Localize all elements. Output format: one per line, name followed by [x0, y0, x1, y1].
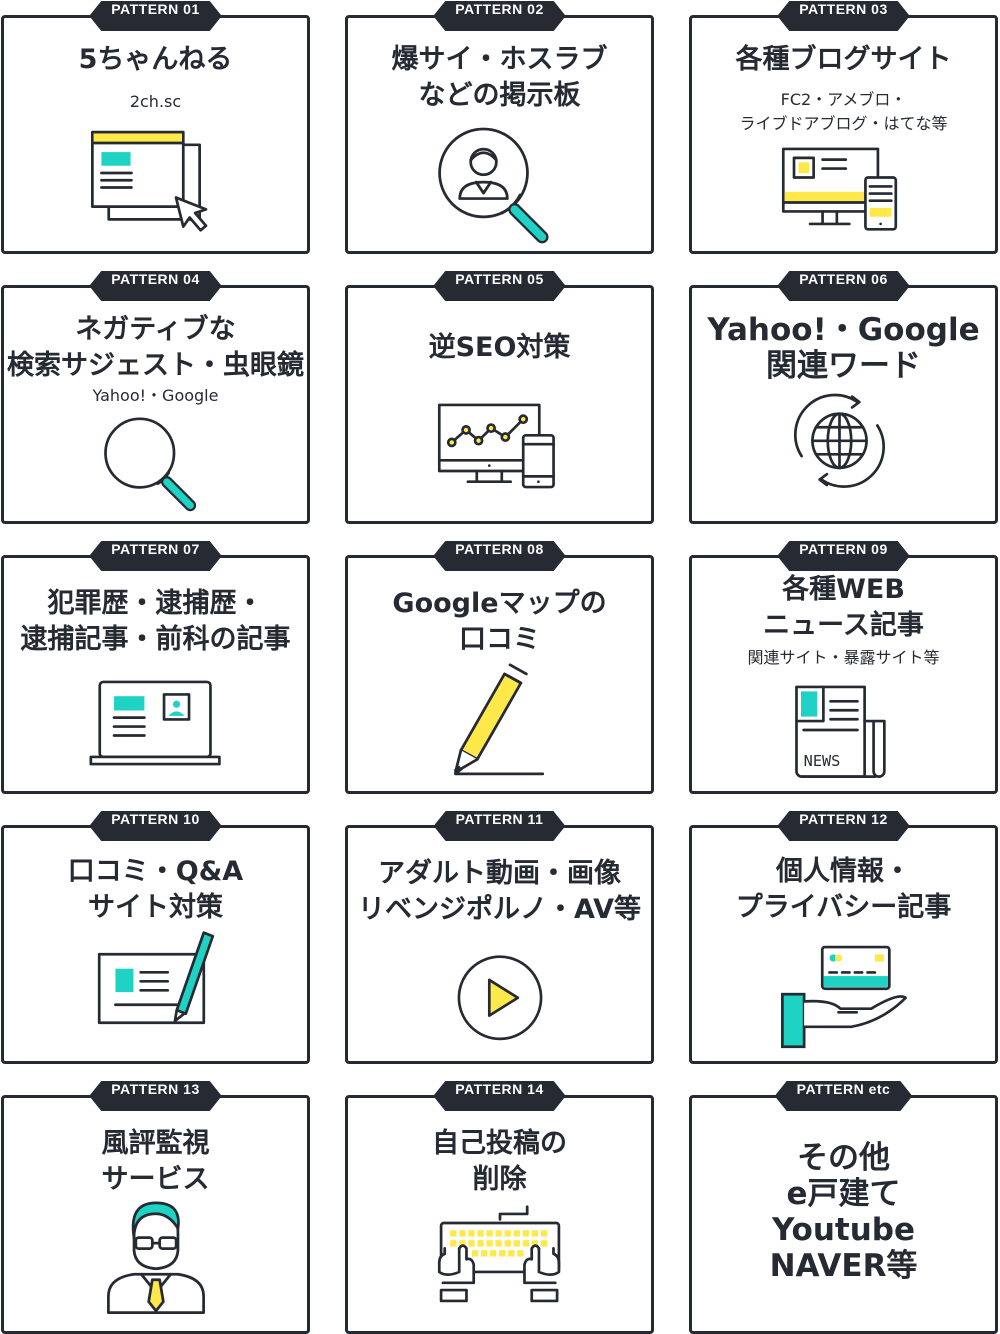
pencil-icon	[445, 663, 555, 783]
card-title-line: 自己投稿の	[432, 1128, 567, 1159]
card-title-line: 検索サジェスト・虫眼鏡	[7, 350, 304, 381]
card-subtitle: Yahoo!・Google	[4, 384, 307, 408]
pattern-badge: PATTERN 07	[89, 541, 222, 571]
card-subtitle-line: 2ch.sc	[129, 92, 182, 111]
news-label: NEWS	[803, 752, 840, 770]
card-title-line: サービス	[101, 1164, 210, 1195]
card-title: 各種ブログサイト	[692, 42, 995, 78]
keyboard-hands-icon	[425, 1194, 575, 1310]
card-title-line: 口コミ	[459, 624, 540, 655]
pattern-badge: PATTERN 13	[89, 1081, 222, 1111]
card-title: アダルト動画・画像リベンジポルノ・AV等	[348, 856, 651, 928]
pattern-badge: PATTERN 08	[433, 541, 566, 571]
card-title: 逆SEO対策	[348, 330, 651, 366]
card-title-line: その他	[797, 1140, 890, 1176]
card-title-line: Youtube	[771, 1212, 916, 1248]
magnifier-icon	[96, 408, 216, 518]
card-title-line: 個人情報・	[776, 856, 911, 887]
pattern-badge: PATTERN 01	[89, 1, 222, 31]
laptop-article-icon	[81, 673, 231, 773]
pattern-badge: PATTERN 14	[433, 1081, 566, 1111]
card-title: ネガティブな検索サジェスト・虫眼鏡	[4, 312, 307, 384]
card-title-line: 削除	[472, 1164, 527, 1195]
card-title-line: Yahoo!・Google	[707, 312, 980, 348]
card-title-line: プライバシー記事	[735, 892, 952, 923]
card-title-line: などの掲示板	[418, 80, 581, 111]
play-icon	[450, 946, 550, 1046]
pattern-badge: PATTERN 03	[777, 1, 910, 31]
card-title: 爆サイ・ホスラブなどの掲示板	[348, 42, 651, 114]
card-subtitle-line: 関連サイト・暴露サイト等	[747, 648, 940, 667]
card-title-line: アダルト動画・画像	[378, 858, 621, 889]
card-title: 自己投稿の削除	[348, 1126, 651, 1198]
card-title-line: 口コミ・Q&A	[67, 856, 244, 887]
newspaper-icon: NEWS	[789, 678, 899, 782]
card-title: 口コミ・Q&A サイト対策	[4, 854, 307, 926]
card-title-line: NAVER等	[769, 1248, 918, 1284]
card-title: Googleマップの口コミ	[348, 586, 651, 658]
card-title-line: 逮捕記事・前科の記事	[20, 624, 291, 655]
businessman-icon	[96, 1190, 216, 1320]
card-title-line: 犯罪歴・逮捕歴・	[47, 588, 264, 619]
pattern-badge: PATTERN etc	[775, 1081, 913, 1111]
card-title-line: 5ちゃんねる	[78, 44, 233, 75]
card-subtitle: FC2・アメブロ・ライブドアブログ・はてな等	[692, 88, 995, 136]
pattern-badge: PATTERN 09	[777, 541, 910, 571]
card-title-line: 関連ワード	[766, 348, 921, 384]
pattern-badge: PATTERN 10	[89, 811, 222, 841]
pattern-badge: PATTERN 12	[777, 811, 910, 841]
card-title-line: 逆SEO対策	[428, 332, 571, 363]
pattern-badge: PATTERN 05	[433, 271, 566, 301]
monitor-phone-icon	[774, 140, 914, 240]
card-subtitle-line: FC2・アメブロ・	[780, 90, 907, 109]
pattern-badge: PATTERN 06	[777, 271, 910, 301]
card-title-line: e戸建て	[786, 1176, 901, 1212]
card-title-line: 風評監視	[101, 1128, 210, 1159]
card-title-line: 爆サイ・ホスラブ	[391, 44, 608, 75]
card-title-line: 各種WEB	[782, 574, 905, 605]
card-title-line: ネガティブな	[75, 314, 236, 345]
card-hand-icon	[774, 938, 914, 1054]
card-title-line: Googleマップの	[392, 588, 607, 619]
card-title: 個人情報・プライバシー記事	[692, 854, 995, 926]
pattern-badge: PATTERN 04	[89, 271, 222, 301]
document-pen-icon	[91, 920, 221, 1030]
pattern-badge: PATTERN 11	[434, 811, 566, 841]
card-subtitle-line: Yahoo!・Google	[92, 386, 219, 405]
card-title: 風評監視サービス	[4, 1126, 307, 1198]
card-subtitle: 2ch.sc	[4, 90, 307, 114]
chart-devices-icon	[430, 396, 570, 496]
card-title: 各種WEB ニュース記事	[692, 572, 995, 644]
card-title-line: ニュース記事	[763, 610, 924, 641]
card-title-line: サイト対策	[88, 892, 223, 923]
card-subtitle: 関連サイト・暴露サイト等	[692, 646, 995, 670]
browser-cursor-icon	[86, 123, 226, 243]
card-title: 犯罪歴・逮捕歴・逮捕記事・前科の記事	[4, 586, 307, 658]
globe-arrows-icon	[779, 384, 909, 494]
pattern-badge: PATTERN 02	[433, 1, 566, 31]
card-title: 5ちゃんねる	[4, 42, 307, 78]
card-title-line: 各種ブログサイト	[735, 44, 952, 75]
search-person-icon	[430, 118, 570, 248]
card-title-line: リベンジポルノ・AV等	[358, 894, 641, 925]
card-subtitle-line: ライブドアブログ・はてな等	[739, 114, 948, 133]
